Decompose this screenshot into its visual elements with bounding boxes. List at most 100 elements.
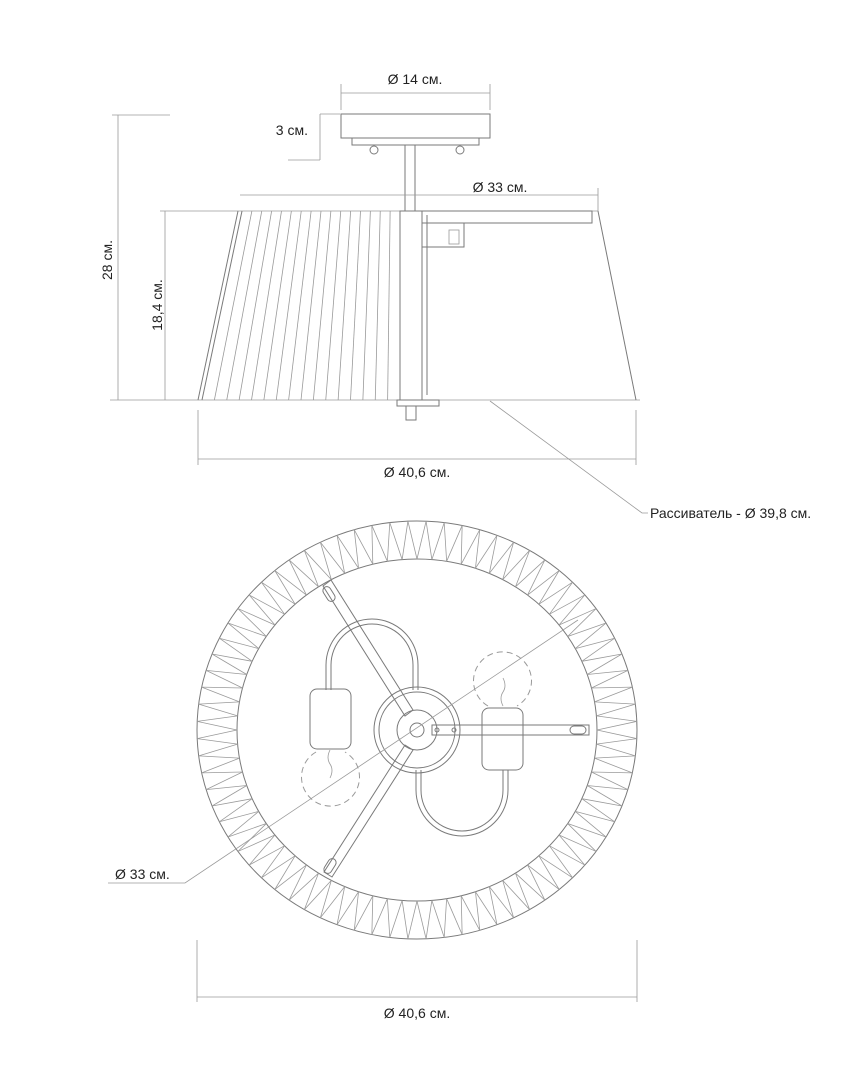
total-height-label: 28 см. [99,240,115,280]
zigzag-line [502,550,530,580]
zigzag-line [371,895,374,935]
zigzag-line [488,541,514,574]
plate-height-label: 3 см. [276,122,308,138]
zigzag-line [274,864,307,890]
zigzag-line [319,880,332,918]
zigzag-line [567,608,597,637]
zigzag-line [567,823,607,838]
pleat-line [226,210,263,401]
zigzag-line [261,581,285,615]
zigzag-line [558,608,597,626]
zigzag-line [336,886,346,925]
zigzag-line [591,686,633,689]
zigzag-line [475,891,481,931]
pleat-line [312,210,332,401]
zigzag-line [389,900,403,938]
zigzag-line [227,622,259,649]
zigzag-line [538,570,560,605]
zigzag-line [219,798,253,823]
bulb-socket-right [473,651,532,771]
pleat-line [238,210,273,401]
zigzag-line [558,834,597,852]
zigzag-line [460,525,463,565]
zigzag-line [591,771,629,790]
zigzag-line [197,729,238,740]
zigzag-line [575,637,615,649]
ceiling-plate [340,113,491,212]
zigzag-line [575,622,607,649]
zigzag-line [596,729,637,740]
zigzag-line [594,757,633,774]
zigzag-line [198,701,240,705]
pleat-line [300,210,322,401]
zigzag-line [401,521,409,560]
zigzag-line [488,886,514,919]
zigzag-line [575,811,615,823]
zigzag-line [248,594,276,626]
zigzag-line [274,570,296,605]
total-height-dimension: 28 см. [99,114,170,400]
zigzag-line [446,898,463,935]
top-view: Ø 33 см. Ø 40,6 см. [108,520,638,1021]
zigzag-line [538,855,560,890]
zigzag-line [320,886,346,919]
zigzag-line [567,622,607,637]
shade-bottom-label: Ø 40,6 см. [384,464,450,480]
zigzag-line [198,703,238,717]
zigzag-line [219,811,259,823]
zigzag-line [237,834,276,852]
zigzag-line [304,880,332,910]
zigzag-line [211,653,253,662]
zigzag-line [581,653,623,662]
zigzag-line [596,703,636,717]
zigzag-line [587,785,623,807]
zigzag-line [261,855,296,879]
pleat-line [337,210,352,401]
zigzag-line [416,521,427,560]
outer-ring [196,520,638,940]
zigzag-line [515,550,530,587]
shade-top-label: Ø 33 см. [473,179,528,195]
zigzag-line [206,669,247,675]
pleat-line [325,210,342,401]
zigzag-line [488,535,498,574]
zigzag-line [237,608,276,626]
inner-diameter-label: Ø 33 см. [115,866,170,882]
zigzag-line [288,872,319,901]
pleat-line [387,210,391,401]
pleat-line [288,210,312,401]
zigzag-line [288,864,307,901]
inner-diameter-callout: Ø 33 см. [108,619,579,884]
zigzag-line [197,720,238,731]
diffuser-label: Рассиватель - Ø 39,8 см. [650,505,811,521]
pleat-line [374,210,381,401]
zigzag-line [353,529,374,565]
zigzag-line [575,811,607,838]
zigzag-line [587,785,628,791]
zigzag-line [475,891,498,925]
outer-diameter-label: Ø 40,6 см. [384,1005,450,1021]
zigzag-line [206,785,247,791]
zigzag-line [591,670,629,689]
zigzag-line [227,823,267,838]
zigzag-line [594,755,636,759]
zigzag-line [567,823,597,852]
zigzag-line [248,845,285,866]
zigzag-line [425,900,433,939]
zigzag-line [460,529,481,565]
zigzag-line [431,900,445,938]
zigzag-line [502,542,515,580]
zigzag-line [596,743,636,757]
pleat-zigzag [197,521,637,939]
pleat-line [362,210,371,401]
zigzag-line [205,771,243,790]
zigzag-line [237,823,267,852]
zigzag-line [527,864,560,890]
zigzag-line [446,525,463,562]
zigzag-line [248,594,285,615]
zigzag-line [371,525,374,565]
shade-height-dimension: 18,4 см. [149,211,166,400]
side-view: Ø 14 см. 3 см. 28 см. Ø 33 см. [99,71,811,521]
zigzag-line [460,895,481,931]
